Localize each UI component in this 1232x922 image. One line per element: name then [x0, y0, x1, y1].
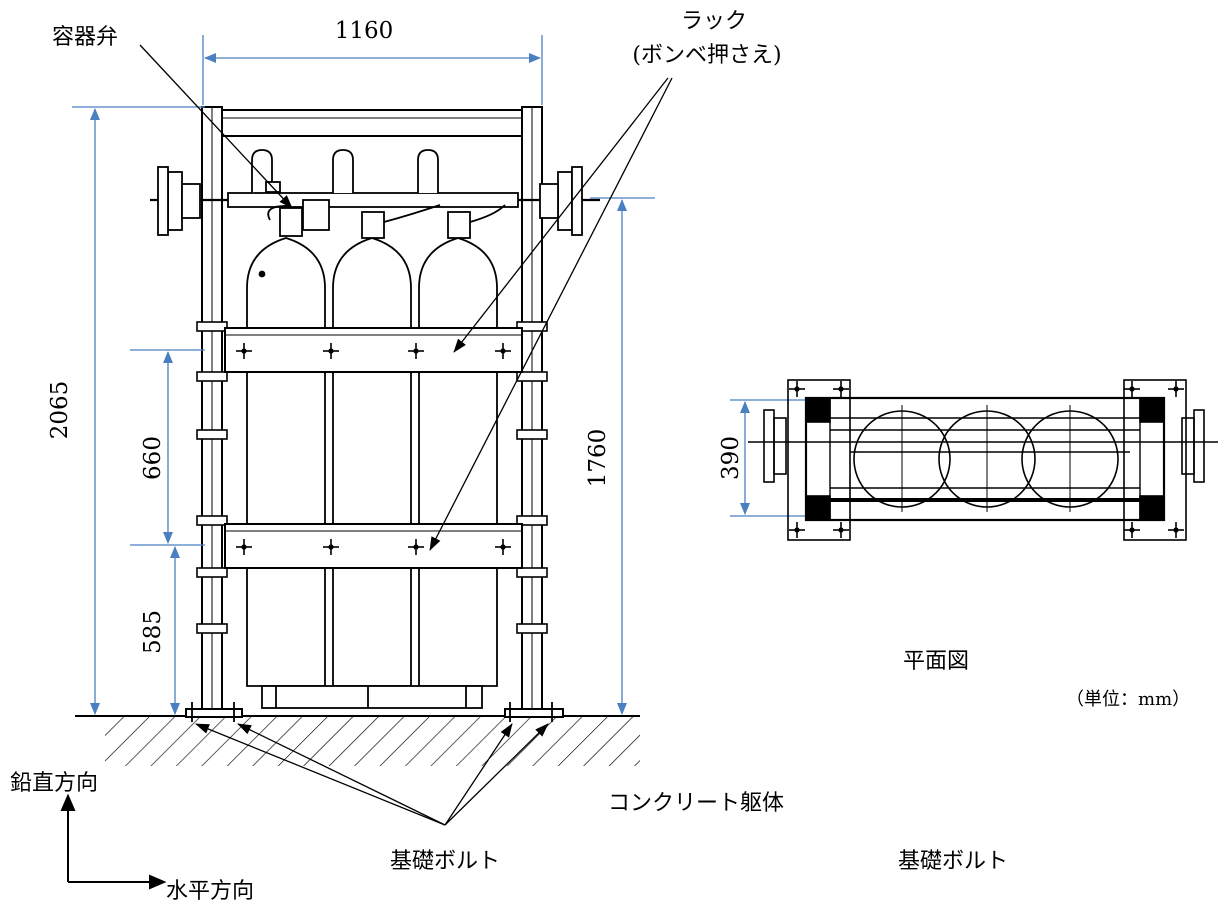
label-rack: ラック — [681, 9, 747, 34]
dim-plan-depth: 390 — [718, 436, 744, 480]
cylinder-1 — [246, 237, 326, 687]
rack-band-upper — [224, 327, 523, 373]
label-concrete: コンクリート躯体 — [608, 791, 784, 816]
label-anchor-bolt-plan: 基礎ボルト — [898, 849, 1008, 874]
dim-pipe-height: 1760 — [585, 429, 611, 488]
concrete-ground — [75, 715, 640, 766]
label-horizontal: 水平方向 — [166, 879, 254, 904]
column-clamps — [196, 321, 548, 634]
anchor-bolts-front — [191, 702, 553, 722]
dim-band-spacing: 660 — [140, 436, 166, 480]
label-rack-sub: (ボンベ押さえ) — [632, 43, 781, 68]
dim-lower-band: 585 — [140, 610, 166, 654]
leader-lines — [139, 44, 673, 826]
rack-band-lower — [224, 523, 523, 569]
valve-1 — [279, 207, 303, 237]
label-plan-view: 平面図 — [903, 649, 969, 674]
label-vertical: 鉛直方向 — [10, 771, 98, 796]
cylinder-2 — [332, 237, 412, 687]
label-valve: 容器弁 — [52, 25, 118, 50]
axis-indicator — [60, 793, 167, 890]
dim-total-height: 2065 — [47, 381, 73, 440]
valve-manifold — [150, 149, 600, 239]
plan-view — [748, 379, 1218, 541]
valve-3 — [447, 211, 471, 239]
gas-cylinders — [246, 237, 498, 709]
cylinder-3 — [418, 237, 498, 687]
dim-width: 1160 — [335, 18, 394, 44]
label-unit: （単位：mm） — [1066, 689, 1190, 710]
dimension-lines — [72, 35, 808, 715]
rack-frame — [185, 106, 564, 718]
label-anchor-bolt-front: 基礎ボルト — [390, 849, 500, 874]
valve-2 — [361, 211, 385, 239]
